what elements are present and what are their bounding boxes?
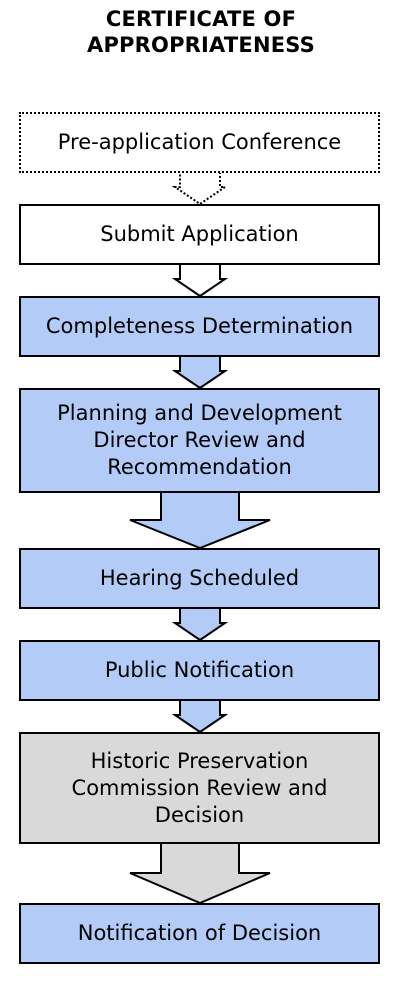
step-label: Notification of Decision: [77, 921, 322, 945]
step-director-review: Planning and Development Director Review…: [19, 388, 380, 493]
down-arrow-connector: [171, 263, 229, 298]
down-arrow-connector: [129, 491, 271, 550]
step-label: Pre-application Conference: [57, 130, 342, 154]
step-public-notification: Public Notification: [19, 640, 380, 701]
title-line-1: CERTIFICATE OF: [105, 7, 297, 31]
step-submit-application: Submit Application: [19, 204, 380, 265]
step-commission-review: Historic Preservation Commission Review …: [19, 732, 380, 844]
down-arrow-connector: [171, 607, 229, 642]
down-arrow-connector: [171, 355, 229, 390]
step-notification-of-decision: Notification of Decision: [19, 903, 380, 964]
step-label: Completeness Determination: [45, 314, 354, 338]
step-completeness-determination: Completeness Determination: [19, 296, 380, 357]
step-label: Hearing Scheduled: [99, 566, 300, 590]
down-arrow-connector: [171, 171, 229, 206]
step-hearing-scheduled: Hearing Scheduled: [19, 548, 380, 609]
step-label: Historic Preservation Commission Review …: [71, 748, 328, 827]
down-arrow-connector: [171, 699, 229, 734]
step-label: Planning and Development Director Review…: [57, 401, 342, 479]
step-pre-application-conference: Pre-application Conference: [19, 112, 380, 173]
title-line-2: APPROPRIATENESS: [87, 33, 315, 57]
flowchart-title: CERTIFICATE OF APPROPRIATENESS: [0, 6, 402, 58]
step-label: Submit Application: [100, 222, 299, 246]
step-label: Public Notification: [104, 658, 295, 682]
down-arrow-connector: [129, 842, 271, 905]
